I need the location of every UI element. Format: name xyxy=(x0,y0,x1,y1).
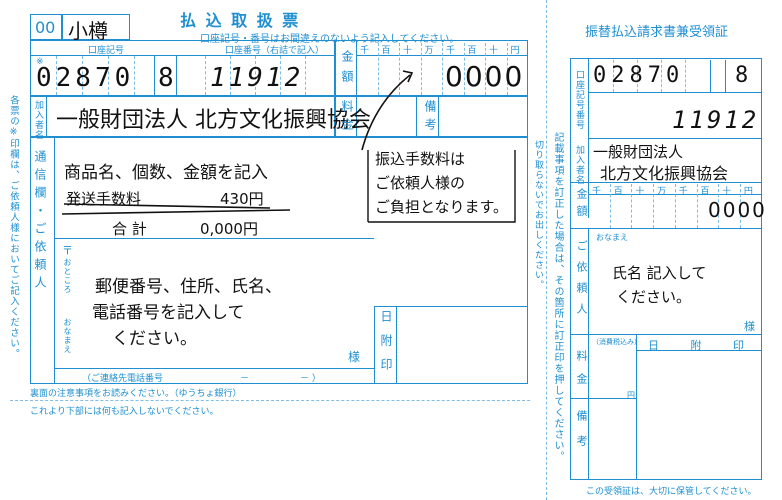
amount-unit-6: 十 xyxy=(722,187,732,197)
account-number-label: 口座番号（右詰で記入） xyxy=(225,46,325,56)
amount-unit-0: 千 xyxy=(592,187,602,197)
fee-label: 料金 xyxy=(340,100,354,136)
phone-close: － ） xyxy=(300,374,321,384)
instruction-line2: 電話番号を記入して xyxy=(92,303,245,323)
amount-unit-4: 千 xyxy=(446,46,456,56)
bank-name: 小樽 xyxy=(68,19,108,43)
postal-mark: 〒 xyxy=(62,244,73,257)
receipt-side-note: 記載事項を訂正した場合は、その箇所に訂正印を押してください。 xyxy=(552,132,563,462)
comm-total-value: 0,000円 xyxy=(200,220,258,238)
amount-unit-7: 円 xyxy=(743,187,753,197)
comm-line2-left: 発送手数料 xyxy=(66,190,142,208)
date-stamp-label: 日附印 xyxy=(379,310,393,382)
tear-line xyxy=(546,0,547,500)
receipt-name-label: おなまえ xyxy=(596,233,628,242)
amount-unit-1: 百 xyxy=(613,187,623,197)
receipt-account-suffix: 8 xyxy=(735,63,749,88)
asterisk-mark: ※ xyxy=(36,57,44,67)
amount-unit-3: 万 xyxy=(657,187,667,197)
bank-code: 00 xyxy=(35,18,56,37)
footer-notice: 裏面の注意事項をお読みください。（ゆうちょ銀行） xyxy=(30,389,242,399)
account-symbol-label: 口座記号 xyxy=(88,46,125,56)
remarks-label: 備考 xyxy=(423,100,437,136)
fee-note-line2: ご依頼人様の xyxy=(375,174,466,192)
footer-no-write: これより下部には何も記入しないでください。 xyxy=(30,407,219,417)
instruction-line3: ください。 xyxy=(112,329,197,349)
receipt-amount-label: 金額 xyxy=(575,188,588,222)
main-frame xyxy=(30,40,528,384)
receipt-frame xyxy=(570,58,762,480)
receipt-fee-label: 料金 xyxy=(575,350,588,396)
amount-unit-5: 百 xyxy=(467,46,477,56)
recipient-label: 加入者名 xyxy=(33,100,43,140)
receipt-note-line1: 氏名 記入して xyxy=(612,264,707,282)
comm-line1: 商品名、個数、金額を記入 xyxy=(64,163,268,183)
bank-name-box xyxy=(62,14,130,40)
amount-unit-0: 千 xyxy=(360,46,370,56)
receipt-honorific: 様 xyxy=(744,320,755,333)
receipt-recipient-line1: 一般財団法人 xyxy=(593,143,684,161)
account-number-value: 11912 xyxy=(210,63,304,93)
amount-unit-7: 円 xyxy=(510,46,520,56)
receipt-remarks-label: 備考 xyxy=(575,410,588,460)
comm-line2-right: 430円 xyxy=(220,190,264,208)
receipt-account-label: 口座記号番号 xyxy=(574,70,584,130)
amount-unit-6: 十 xyxy=(489,46,499,56)
address-label: おところ xyxy=(63,258,72,294)
phone-label: （ご連絡先電話番号 xyxy=(82,374,164,384)
fee-note-line1: 振込手数料は xyxy=(375,150,466,168)
receipt-amount-value: 0000 xyxy=(708,198,767,222)
left-margin-note: 各票の※印欄は、ご依頼人様においてご記入ください。 xyxy=(8,95,19,359)
receipt-title: 振替払込請求書兼受領証 xyxy=(585,25,729,40)
comm-total-label: 合 計 xyxy=(112,220,147,238)
amount-unit-3: 万 xyxy=(424,46,434,56)
receipt-note-line2: ください。 xyxy=(616,288,692,306)
form-title: 払 込 取 扱 票 xyxy=(180,11,301,30)
receipt-date-stamp: 日 附 印 xyxy=(648,339,758,352)
recipient-name: 一般財団法人 北方文化振興協会 xyxy=(56,108,371,133)
account-symbol-value: 02870 xyxy=(36,63,135,93)
tear-line-note: 切り取らないでお出しください。 xyxy=(533,140,543,290)
amount-unit-4: 千 xyxy=(678,187,688,197)
receipt-fee-unit: 円 xyxy=(627,391,635,400)
name-label: おなまえ xyxy=(63,318,72,354)
bank-code-box xyxy=(30,14,62,40)
account-notice: 口座記号・番号はお間違えのないよう記入してください。 xyxy=(200,34,460,45)
receipt-account-symbol: 02870 xyxy=(593,63,685,88)
receipt-requester-label: ご依頼人 xyxy=(575,240,588,324)
account-symbol-suffix: 8 xyxy=(158,63,174,93)
receipt-recipient-label: 加入者名 xyxy=(574,145,584,185)
phone-dash: － xyxy=(240,374,250,384)
receipt-footer: この受領証は、大切に保管してください。 xyxy=(586,487,757,497)
receipt-recipient-line2: 北方文化振興協会 xyxy=(600,164,729,183)
amount-value: 0000 xyxy=(445,60,525,93)
amount-unit-2: 十 xyxy=(635,187,645,197)
amount-unit-1: 百 xyxy=(381,46,391,56)
amount-unit-2: 十 xyxy=(403,46,413,56)
receipt-fee-tax-note: （消費税込み） xyxy=(592,338,641,346)
instruction-line1: 郵便番号、住所、氏名、 xyxy=(95,277,282,297)
amount-unit-5: 百 xyxy=(700,187,710,197)
honorific: 様 xyxy=(348,350,361,364)
comm-label: 通信欄・ご依頼人 xyxy=(33,150,47,294)
amount-label: 金額 xyxy=(340,50,354,90)
receipt-account-number: 11912 xyxy=(672,106,760,134)
fee-note-line3: ご負担となります。 xyxy=(375,198,509,216)
